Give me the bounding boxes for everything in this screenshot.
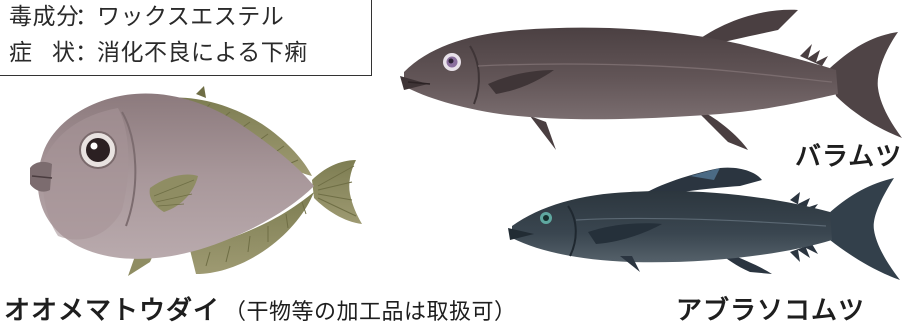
baramutsu-pectoral-fin <box>488 70 554 94</box>
toxin-component-sep: ： <box>75 4 99 30</box>
aburasokomutsu-pectoral-fin <box>588 223 662 244</box>
baramutsu-gill <box>469 45 480 105</box>
oomematoudai-label-row: オオメマトウダイ（干物等の加工品は取扱可） <box>4 296 517 328</box>
baramutsu-body <box>404 27 838 120</box>
aburasokomutsu-label: アブラソコムツ <box>676 296 866 326</box>
baramutsu-ventral-fin <box>530 116 556 150</box>
baramutsu-finlets <box>800 44 828 66</box>
aburasokomutsu-finlets-top <box>790 192 818 212</box>
oomematoudai-fish <box>30 86 362 276</box>
toxin-component-key: 毒成分 <box>9 4 80 30</box>
baramutsu-anal-fin <box>700 110 748 150</box>
baramutsu-dorsal-fin <box>690 9 798 48</box>
oomematoudai-pectoral-fin <box>149 174 198 212</box>
symptom-key: 症状 <box>9 40 95 66</box>
baramutsu-label: バラムツ <box>795 142 903 172</box>
toxin-info-box: 毒成分：ワックスエステル 症状：消化不良による下痢 <box>0 0 372 76</box>
toxin-component-value: ワックスエステル <box>97 4 285 30</box>
aburasokomutsu-tail <box>828 178 900 280</box>
oomematoudai-gill <box>121 111 137 227</box>
aburasokomutsu-finlets-bottom <box>790 244 818 262</box>
toxin-component-line: 毒成分：ワックスエステル <box>9 3 284 31</box>
oomematoudai-note: （干物等の加工品は取扱可） <box>224 300 517 325</box>
symptom-line: 症状：消化不良による下痢 <box>9 39 308 67</box>
aburasokomutsu-body <box>512 190 832 263</box>
baramutsu-fish <box>400 9 902 150</box>
aburasokomutsu-dorsal-fin <box>640 167 762 198</box>
baramutsu-tail <box>830 32 902 138</box>
aburasokomutsu-mouth <box>508 228 534 240</box>
oomematoudai-anal-fin <box>190 192 314 274</box>
aburasokomutsu-gill <box>567 205 577 257</box>
oomematoudai-label: オオメマトウダイ <box>4 296 221 326</box>
aburasokomutsu-fish <box>508 167 900 280</box>
oomematoudai-tail <box>312 160 362 224</box>
symptom-sep: ： <box>75 40 99 66</box>
symptom-value: 消化不良による下痢 <box>97 40 308 66</box>
